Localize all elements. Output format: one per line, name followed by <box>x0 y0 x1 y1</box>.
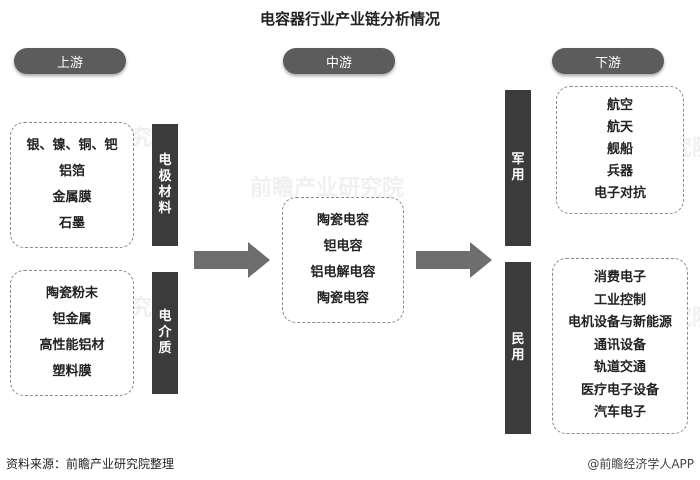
list-item: 钽电容 <box>323 238 363 254</box>
electrode-materials-label: 电 极 材 料 <box>152 124 178 246</box>
list-item: 消费电子 <box>593 270 646 286</box>
military-label: 军 用 <box>505 90 531 246</box>
list-item: 兵器 <box>606 163 633 179</box>
list-item: 通讯设备 <box>593 337 646 353</box>
stage-midstream: 中游 <box>283 48 395 74</box>
stage-downstream: 下游 <box>552 48 664 74</box>
list-item: 高性能铝材 <box>39 337 105 353</box>
military-applications-box: 航空 航天 舰船 兵器 电子对抗 <box>556 86 684 214</box>
list-item: 轨道交通 <box>593 360 646 376</box>
list-item: 塑料膜 <box>52 363 92 379</box>
dielectric-box: 陶瓷粉末 钽金属 高性能铝材 塑料膜 <box>10 270 134 396</box>
list-item: 铝箔 <box>58 163 85 179</box>
list-item: 铝电解电容 <box>310 264 376 280</box>
list-item: 石墨 <box>58 215 85 231</box>
civil-label: 民 用 <box>505 262 531 434</box>
midstream-products-box: 陶瓷电容 钽电容 铝电解电容 陶瓷电容 <box>282 197 404 323</box>
list-item: 陶瓷电容 <box>316 290 369 306</box>
list-item: 航天 <box>606 119 633 135</box>
page-title: 电容器行业产业链分析情况 <box>259 10 440 28</box>
list-item: 银、镍、铜、钯 <box>26 137 118 153</box>
list-item: 陶瓷粉末 <box>45 285 98 301</box>
civil-applications-box: 消费电子 工业控制 电机设备与新能源 通讯设备 轨道交通 医疗电子设备 汽车电子 <box>552 258 688 434</box>
list-item: 电子对抗 <box>593 185 646 201</box>
list-item: 医疗电子设备 <box>580 382 659 398</box>
list-item: 航空 <box>606 97 633 113</box>
list-item: 钽金属 <box>52 311 92 327</box>
source-note: 资料来源：前瞻产业研究院整理 <box>6 457 175 471</box>
list-item: 工业控制 <box>593 292 646 308</box>
brand-credit: @前瞻经济学人APP <box>587 457 694 471</box>
list-item: 舰船 <box>606 141 633 157</box>
electrode-materials-box: 银、镍、铜、钯 铝箔 金属膜 石墨 <box>10 122 134 248</box>
dielectric-label: 电 介 质 <box>152 272 178 394</box>
list-item: 金属膜 <box>52 189 92 205</box>
list-item: 汽车电子 <box>593 405 646 421</box>
list-item: 电机设备与新能源 <box>567 315 672 331</box>
arrow-right-icon <box>194 242 270 278</box>
stage-upstream: 上游 <box>14 48 126 74</box>
list-item: 陶瓷电容 <box>316 212 369 228</box>
arrow-right-icon <box>416 242 492 278</box>
